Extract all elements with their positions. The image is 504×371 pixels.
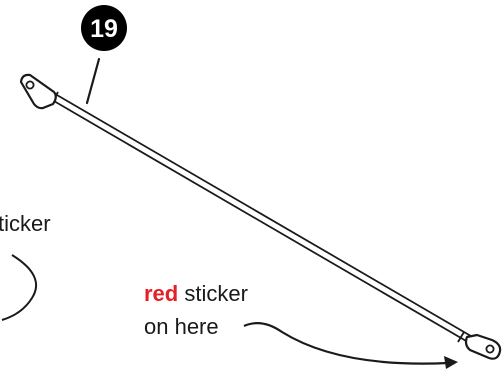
- part-number-badge: 19: [81, 5, 127, 51]
- red-sticker-callout: red sticker on here: [144, 281, 458, 369]
- red-sticker-arrow: [243, 321, 449, 365]
- rod-body: [50, 93, 480, 347]
- left-callout-arc: [1, 254, 37, 321]
- left-sticker-callout: ticker: [0, 211, 51, 321]
- sticker-word: sticker: [184, 281, 248, 306]
- rod-end-right: [464, 333, 502, 360]
- arrowhead: [444, 356, 458, 369]
- rod-end-left: [19, 73, 57, 110]
- rod-eyelet-right: [464, 333, 502, 360]
- on-here-label: on here: [144, 314, 219, 339]
- support-rod: [47, 91, 483, 349]
- rod-crimp-right: [457, 331, 465, 343]
- red-sticker-label: red sticker: [144, 281, 248, 306]
- part-number-text: 19: [90, 15, 118, 43]
- rod-eyelet-left: [19, 73, 57, 110]
- left-sticker-label: ticker: [0, 211, 51, 236]
- part-number-circle: [81, 5, 127, 51]
- part-leader-line: [85, 57, 101, 105]
- rod-hole-left: [25, 80, 35, 90]
- red-word: red: [144, 281, 178, 306]
- rod-hole-right: [485, 344, 495, 354]
